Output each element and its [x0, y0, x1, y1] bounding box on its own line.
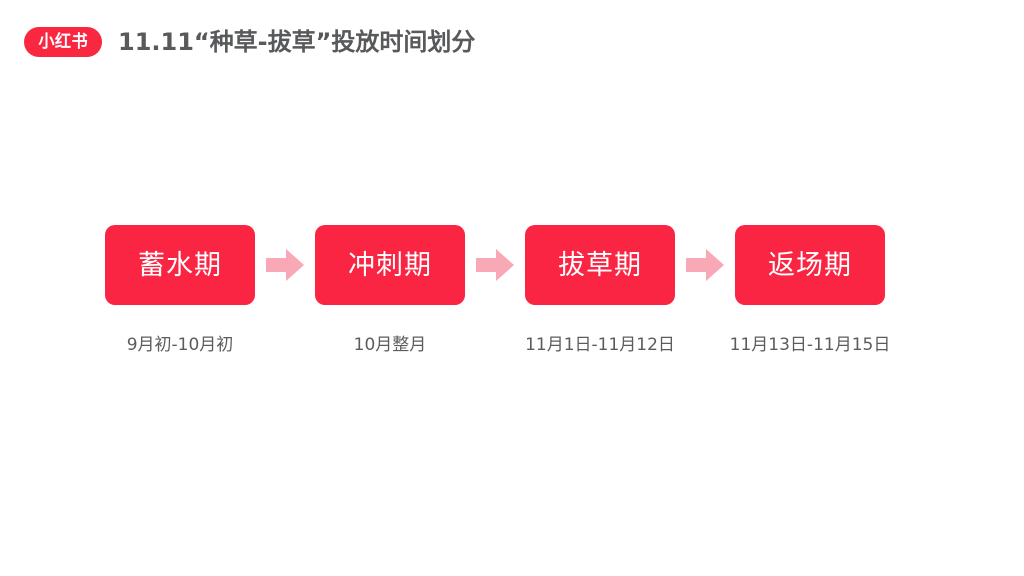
xiaohongshu-logo-text: 小红书 — [38, 31, 88, 52]
stage-label-1: 蓄水期 — [138, 249, 222, 281]
timeline-stage: 返场期 11月13日-11月15日 — [730, 225, 890, 354]
stage-label-3: 拔草期 — [558, 249, 642, 281]
timeline-stage: 冲刺期 10月整月 — [315, 225, 465, 354]
page-header: 小红书 11.11“种草-拔草”投放时间划分 — [24, 26, 475, 58]
stage-box-4[interactable]: 返场期 — [735, 225, 885, 305]
arrow-connector-2 — [465, 225, 525, 305]
stage-box-2[interactable]: 冲刺期 — [315, 225, 465, 305]
stage-caption-2: 10月整月 — [353, 335, 427, 355]
xiaohongshu-logo-icon: 小红书 — [24, 27, 102, 57]
arrow-connector-1 — [255, 225, 315, 305]
timeline-stage: 蓄水期 9月初-10月初 — [105, 225, 255, 354]
stage-label-4: 返场期 — [768, 249, 852, 281]
stage-label-2: 冲刺期 — [348, 249, 432, 281]
stage-caption-3: 11月1日-11月12日 — [525, 335, 675, 355]
timeline-flow: 蓄水期 9月初-10月初 冲刺期 10月整月 拔草期 11月1日-11月12日 — [105, 225, 890, 354]
page-title: 11.11“种草-拔草”投放时间划分 — [118, 28, 476, 56]
right-arrow-icon — [266, 249, 304, 281]
stage-caption-1: 9月初-10月初 — [126, 335, 234, 355]
stage-caption-4: 11月13日-11月15日 — [729, 335, 891, 355]
stage-box-3[interactable]: 拔草期 — [525, 225, 675, 305]
timeline-stage: 拔草期 11月1日-11月12日 — [525, 225, 675, 354]
right-arrow-icon — [686, 249, 724, 281]
stage-box-1[interactable]: 蓄水期 — [105, 225, 255, 305]
arrow-connector-3 — [675, 225, 735, 305]
right-arrow-icon — [476, 249, 514, 281]
